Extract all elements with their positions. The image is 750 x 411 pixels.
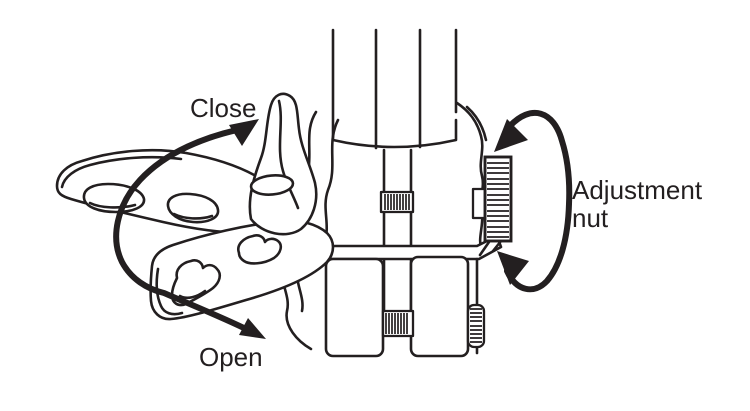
right-jaw-block xyxy=(409,255,470,358)
clamp-bolt-shaft xyxy=(382,148,413,313)
lever-open-position xyxy=(149,219,335,321)
left-jaw-block xyxy=(324,257,385,358)
adjustment-nut-label-line2: nut xyxy=(572,203,609,233)
adjustment-nut-label-line1: Adjustment xyxy=(572,175,703,205)
lever-closed-tab xyxy=(248,92,318,236)
knurled-band-lower xyxy=(381,309,415,338)
side-knob xyxy=(466,303,486,349)
open-label: Open xyxy=(199,342,263,372)
close-label: Close xyxy=(190,93,256,123)
body-right-side xyxy=(475,239,503,355)
close-arrowhead-icon xyxy=(229,119,259,146)
lever-swing-arrow-icon xyxy=(113,119,266,339)
nut-rotation-arrow-icon xyxy=(494,109,573,293)
knurled-band-upper xyxy=(379,190,415,214)
tube xyxy=(331,28,458,150)
open-arrowhead-icon xyxy=(239,318,266,339)
lever-upper-position xyxy=(55,148,289,235)
adjustment-nut xyxy=(471,155,513,243)
